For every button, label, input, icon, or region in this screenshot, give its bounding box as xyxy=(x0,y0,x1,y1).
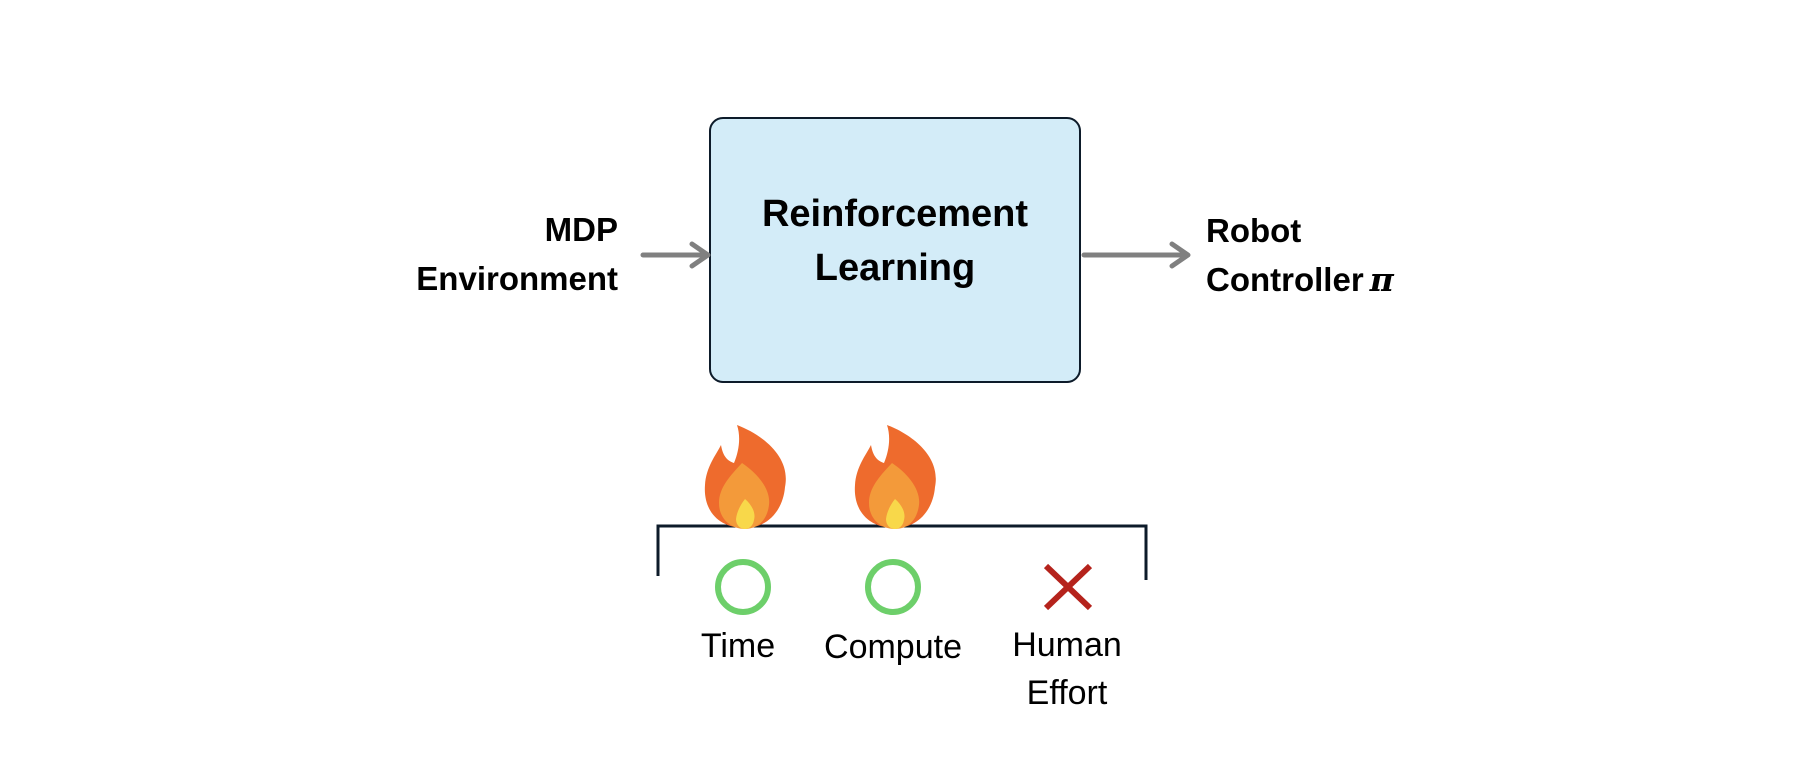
flame-icon-time xyxy=(704,425,786,529)
output-label-line2: Controller xyxy=(1206,261,1364,298)
input-label-line2: Environment xyxy=(416,260,618,297)
cost-label-time-line1: Time xyxy=(700,627,776,665)
cost-label-compute-line1: Compute xyxy=(824,628,962,666)
cost-bracket xyxy=(656,524,1148,580)
input-label-line1: MDP xyxy=(544,211,618,248)
input-arrow xyxy=(640,241,711,269)
cost-label-compute: Compute xyxy=(824,623,962,671)
process-label-line2: Learning xyxy=(814,247,976,289)
pi-symbol: π xyxy=(1369,260,1394,299)
input-label: MDP Environment xyxy=(416,205,618,303)
output-label-line1: Robot xyxy=(1206,212,1302,249)
circle-icon-time xyxy=(715,559,771,615)
process-label-line1: Reinforcement xyxy=(761,193,1029,235)
cost-label-human-effort-line1: Human xyxy=(1012,626,1122,664)
cost-label-human-effort: Human Effort xyxy=(1012,621,1122,717)
cost-label-human-effort-line2: Effort xyxy=(1026,674,1108,712)
output-arrow xyxy=(1081,241,1191,269)
cross-icon-human-effort xyxy=(1043,563,1093,611)
circle-icon-compute xyxy=(865,559,921,615)
reinforcement-learning-box: Reinforcement Learning xyxy=(709,117,1081,383)
flame-icon-compute xyxy=(854,425,936,529)
cost-label-time: Time xyxy=(701,622,775,670)
